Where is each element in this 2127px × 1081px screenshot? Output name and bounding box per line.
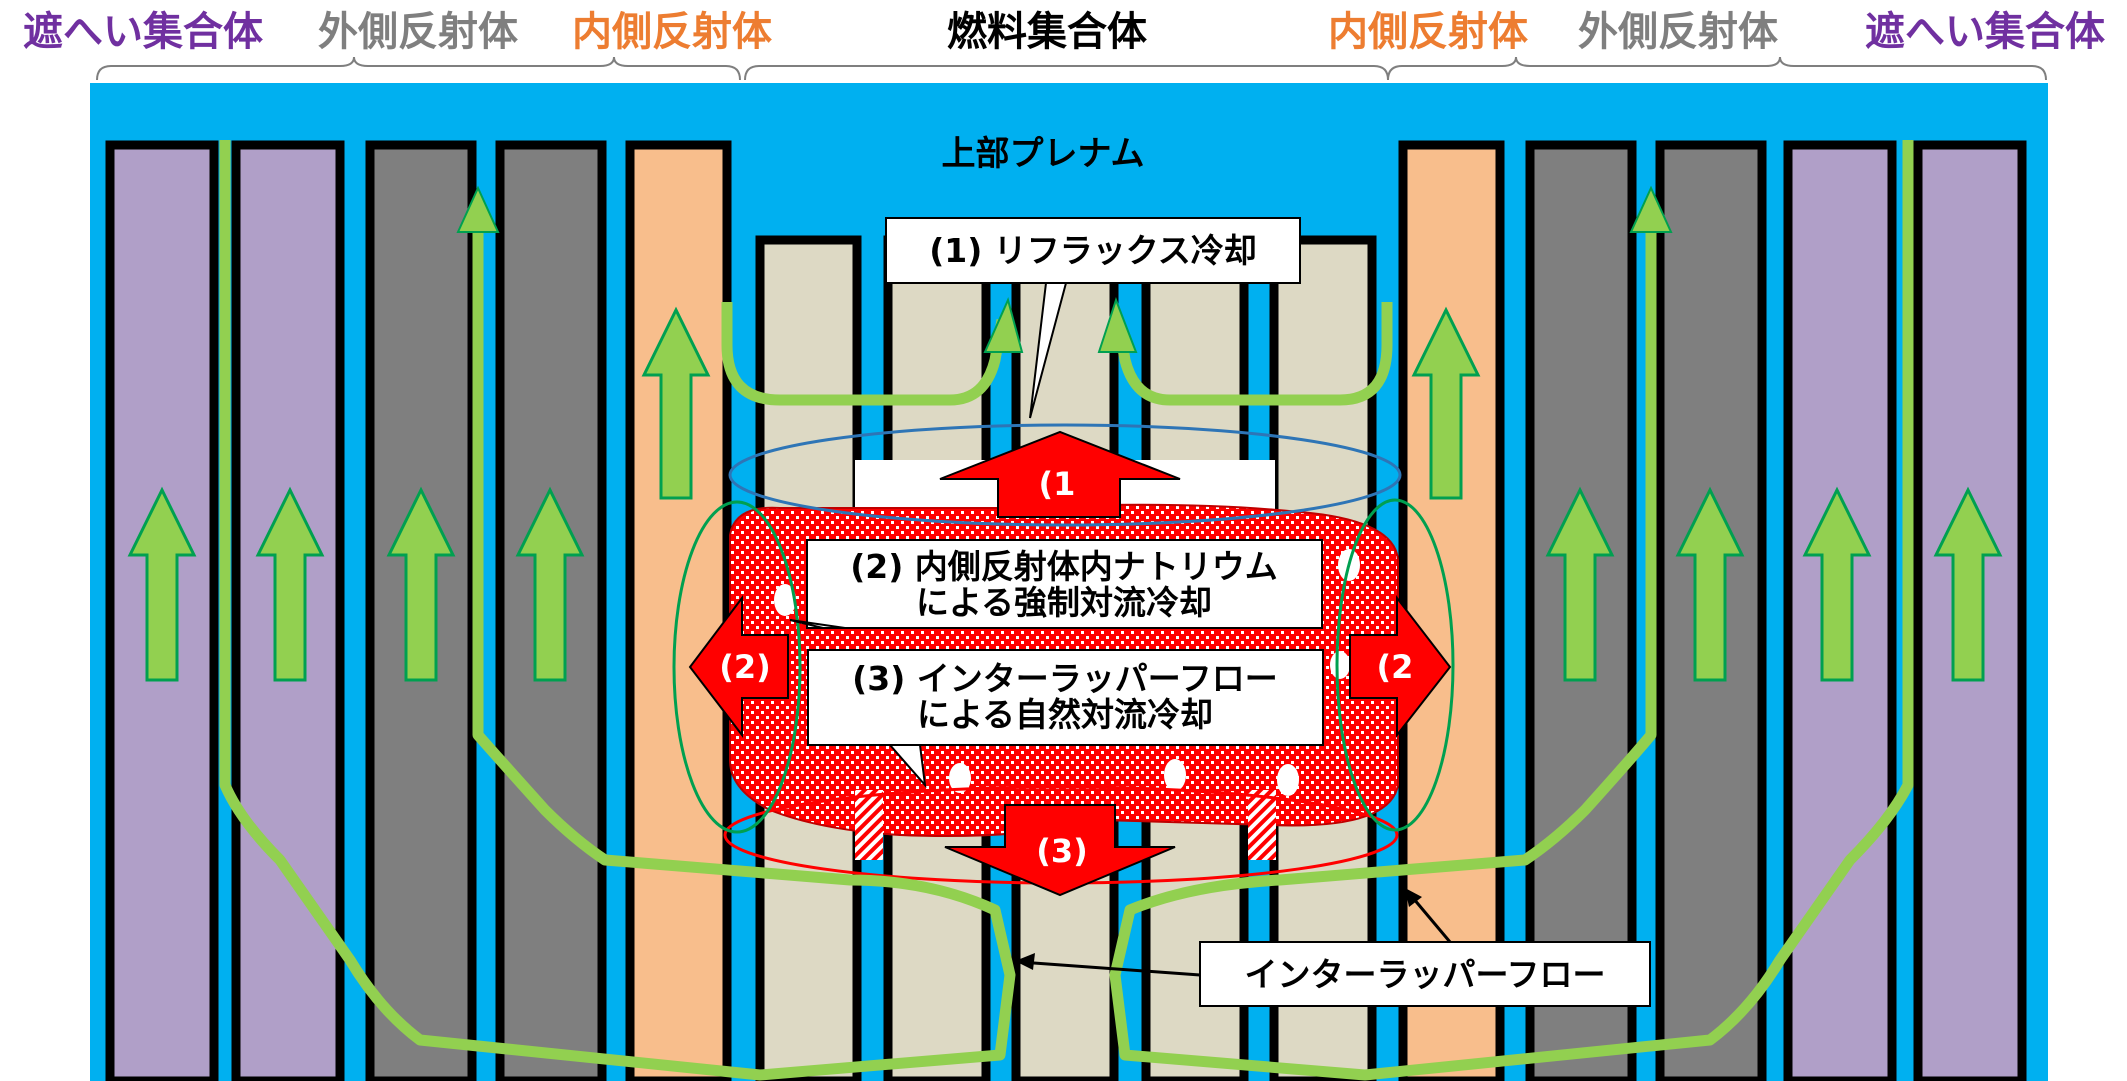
arrow-label-down: (3) — [1036, 832, 1088, 870]
flow-path-outer-left — [219, 140, 1016, 1081]
header-inner-reflector-right: 内側反射体 — [1328, 9, 1528, 55]
header-shield-left: 遮へい集合体 — [23, 9, 263, 55]
callout-natural-convection: (3) インターラッパーフロー による自然対流冷却 — [807, 649, 1324, 789]
header-outer-reflector-right: 外側反射体 — [1578, 9, 1778, 55]
reflux-zone-ellipse — [728, 423, 1402, 527]
upflow-arrows — [127, 306, 2003, 682]
header-shield-right: 遮へい集合体 — [1865, 9, 2105, 55]
flow-arrowhead — [983, 297, 1024, 353]
callout-forced-line2: による強制対流冷却 — [916, 583, 1212, 622]
pointer-arrowhead — [1015, 953, 1035, 970]
upflow-arrow — [386, 486, 456, 682]
upflow-arrow — [515, 486, 585, 682]
heat-direction-arrows: (1 (2) (2 (3) — [688, 430, 1452, 897]
arrow-label-left: (2) — [719, 648, 771, 686]
arrow-down-interwrapper — [944, 804, 1176, 897]
flow-arrowhead — [1097, 297, 1138, 353]
callout-interwrapper-flow: インターラッパーフロー — [1015, 888, 1651, 1007]
flow-arrowhead — [456, 185, 500, 233]
header-inner-reflector-left: 内側反射体 — [572, 9, 772, 55]
callout-forced-convection: (2) 内側反射体内ナトリウム による強制対流冷却 — [789, 539, 1323, 629]
header-fuel: 燃料集合体 — [947, 9, 1147, 55]
callout-natural-line2: による自然対流冷却 — [917, 695, 1213, 734]
upflow-arrow — [1933, 486, 2003, 682]
header-braces — [96, 56, 2047, 81]
flow-arrowheads — [456, 185, 1673, 353]
upper-plenum-label: 上部プレナム — [942, 134, 1145, 174]
arrow-right-forced — [1349, 595, 1452, 738]
callout-reflux: (1) リフラックス冷却 — [885, 217, 1301, 419]
callout-natural-line1: (3) インターラッパーフロー — [852, 659, 1278, 698]
upflow-arrow — [641, 306, 711, 500]
reflux-path-left — [721, 302, 1008, 406]
pointer-arrowhead — [1405, 888, 1422, 907]
callout-forced-line1: (2) 内側反射体内ナトリウム — [850, 547, 1278, 586]
arrow-label-right: (2 — [1377, 648, 1414, 686]
arrow-up-reflux — [939, 430, 1181, 518]
interwrapper-flow-paths — [219, 140, 1914, 1081]
callout-reflux-text: (1) リフラックス冷却 — [929, 231, 1257, 270]
upflow-arrow — [1545, 486, 1615, 682]
header-labels: 遮へい集合体 外側反射体 内側反射体 燃料集合体 内側反射体 外側反射体 遮へい… — [23, 9, 2105, 55]
upflow-arrow — [1802, 486, 1872, 682]
flow-arrowhead — [1629, 185, 1673, 233]
pointer-line — [1019, 960, 1201, 977]
callout-interwrapper-text: インターラッパーフロー — [1244, 955, 1605, 994]
upflow-arrow — [255, 486, 325, 682]
flow-path-outer-right — [1109, 140, 1914, 1081]
right-reflector-zone-ellipse — [1335, 498, 1455, 832]
arrow-left-forced — [688, 595, 789, 738]
upflow-arrow — [1411, 306, 1481, 500]
reflux-path-right — [1112, 302, 1393, 406]
arrow-label-up: (1 — [1039, 465, 1076, 503]
left-reflector-zone-ellipse — [672, 500, 802, 834]
header-outer-reflector-left: 外側反射体 — [318, 9, 518, 55]
upflow-arrow — [127, 486, 197, 682]
upflow-arrow — [1675, 486, 1745, 682]
